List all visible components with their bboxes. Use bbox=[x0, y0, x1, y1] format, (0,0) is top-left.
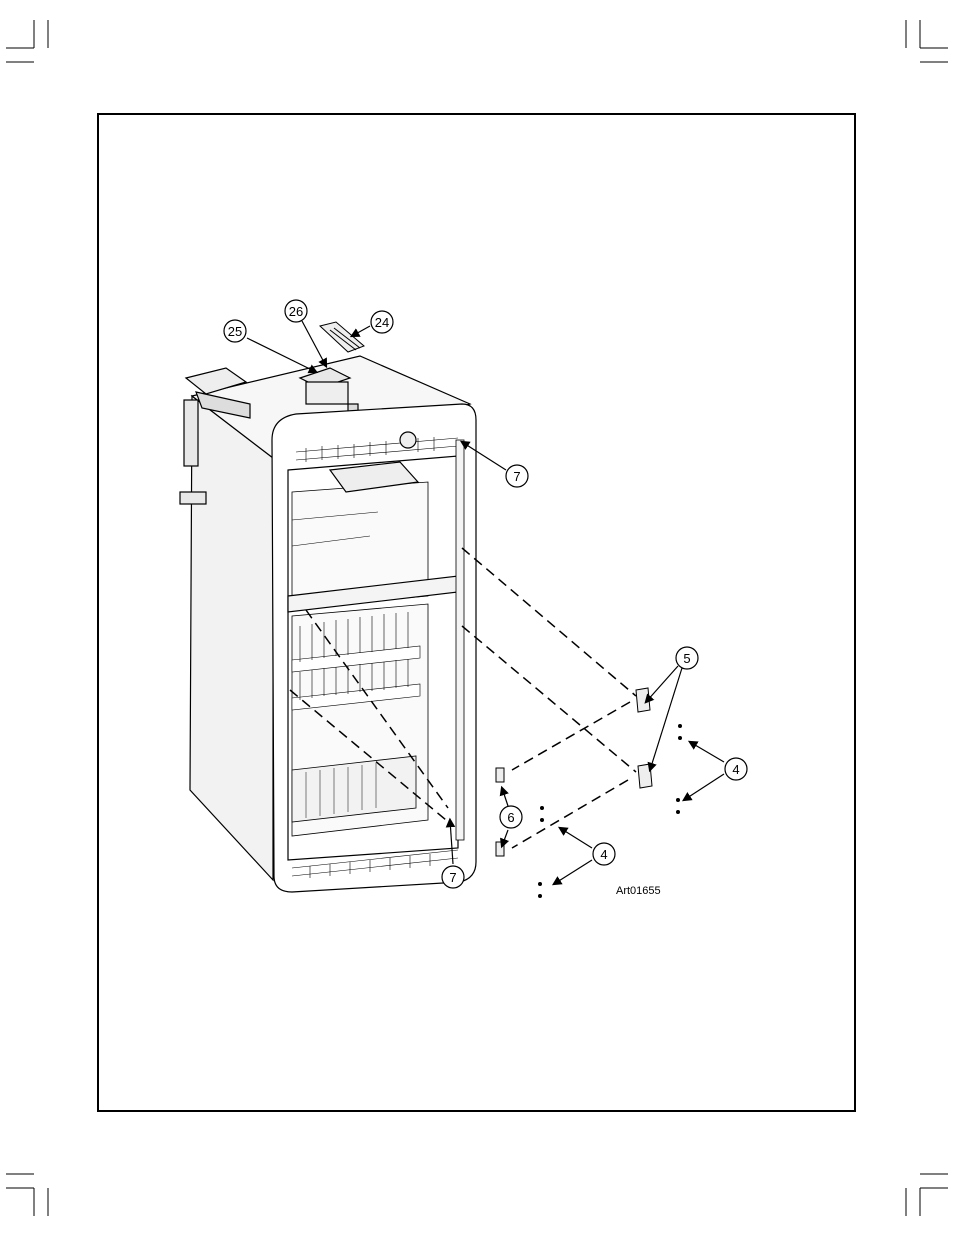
crop-marks bbox=[6, 20, 948, 1216]
art-code: Art01655 bbox=[616, 885, 661, 897]
refrigerator-body bbox=[180, 356, 476, 892]
callout-4-bottom-label: 4 bbox=[600, 847, 607, 862]
callout-6-label: 6 bbox=[507, 810, 514, 825]
callout-7-bottom: 7 bbox=[442, 866, 464, 888]
callout-7-top-label: 7 bbox=[513, 469, 520, 484]
callout-4-right: 4 bbox=[725, 758, 747, 780]
callout-7-bottom-label: 7 bbox=[449, 870, 456, 885]
callout-4-right-label: 4 bbox=[732, 762, 739, 777]
callout-25: 25 bbox=[224, 320, 246, 342]
hinge-parts bbox=[496, 688, 652, 856]
callout-7-top: 7 bbox=[506, 465, 528, 487]
callout-6: 6 bbox=[500, 806, 522, 828]
callout-24-label: 24 bbox=[375, 315, 389, 330]
callout-26: 26 bbox=[285, 300, 307, 322]
callout-4-bottom: 4 bbox=[593, 843, 615, 865]
callout-24: 24 bbox=[371, 311, 393, 333]
callout-5-label: 5 bbox=[683, 651, 690, 666]
callout-5: 5 bbox=[676, 647, 698, 669]
top-parts bbox=[320, 322, 364, 352]
callout-25-label: 25 bbox=[228, 324, 242, 339]
callout-26-label: 26 bbox=[289, 304, 303, 319]
